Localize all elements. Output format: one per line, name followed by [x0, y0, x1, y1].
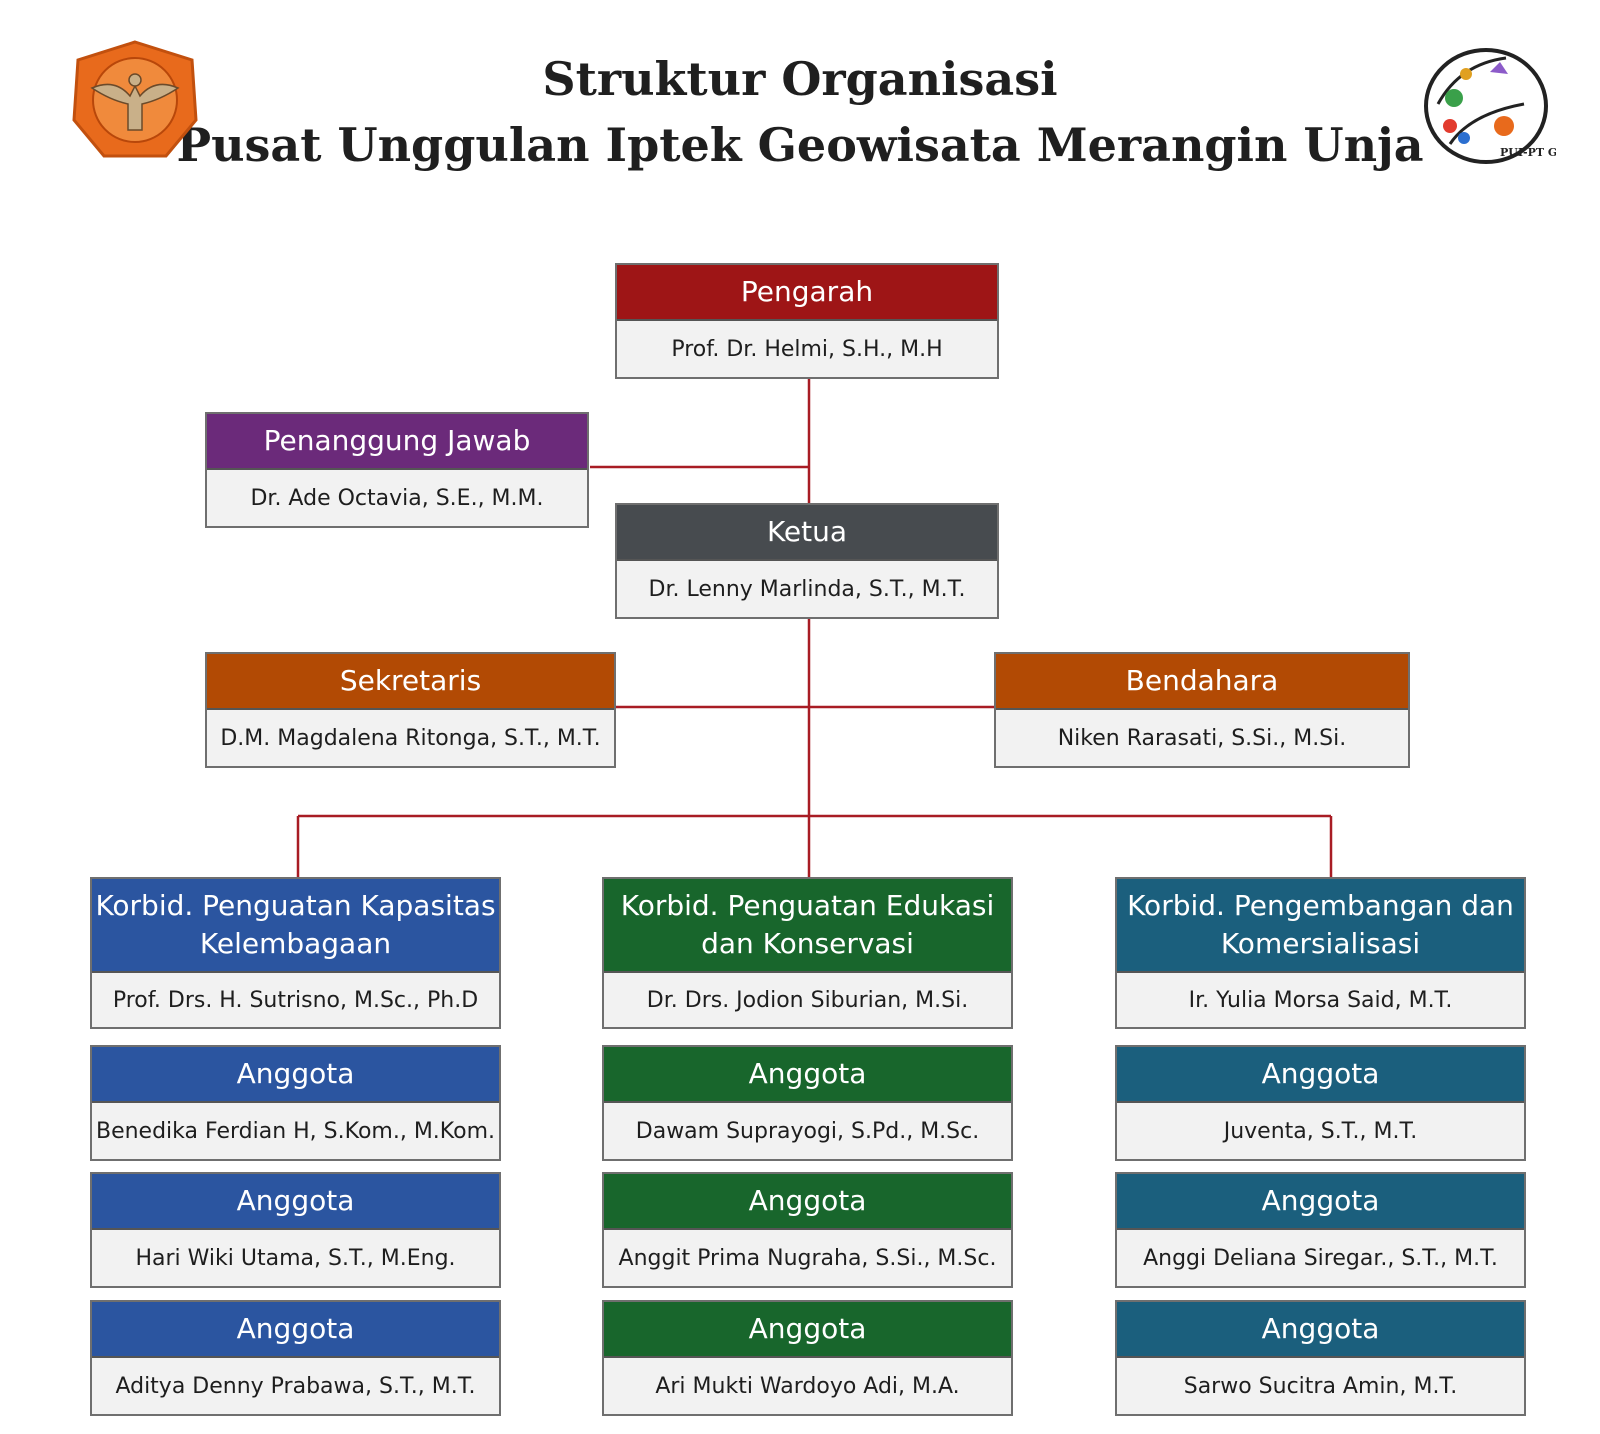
pengarah-name: Prof. Dr. Helmi, S.H., M.H — [671, 336, 943, 362]
korbid-edukasi-role: Korbid. Penguatan Edukasi dan Konservasi — [604, 879, 1011, 973]
anggota-name: Anggi Deliana Siregar., S.T., M.T. — [1143, 1245, 1498, 1271]
anggota-role: Anggota — [92, 1302, 499, 1358]
anggota-name: Sarwo Sucitra Amin, M.T. — [1183, 1373, 1458, 1399]
pengarah-box: Pengarah Prof. Dr. Helmi, S.H., M.H — [615, 263, 999, 379]
anggota-role: Anggota — [1117, 1047, 1524, 1103]
penanggung-jawab-role: Penanggung Jawab — [207, 414, 587, 470]
anggota-role: Anggota — [1117, 1302, 1524, 1358]
anggota-name: Dawam Suprayogi, S.Pd., M.Sc. — [635, 1118, 980, 1144]
penanggung-jawab-box: Penanggung Jawab Dr. Ade Octavia, S.E., … — [205, 412, 589, 528]
anggota-name: Hari Wiki Utama, S.T., M.Eng. — [135, 1245, 456, 1271]
anggota-name: Ari Mukti Wardoyo Adi, M.A. — [655, 1373, 960, 1399]
ketua-box: Ketua Dr. Lenny Marlinda, S.T., M.T. — [615, 503, 999, 619]
anggota-role: Anggota — [92, 1047, 499, 1103]
anggota-kapasitas-3-box: Anggota Aditya Denny Prabawa, S.T., M.T. — [90, 1300, 501, 1416]
korbid-kapasitas-name: Prof. Drs. H. Sutrisno, M.Sc., Ph.D — [112, 987, 479, 1013]
anggota-name: Aditya Denny Prabawa, S.T., M.T. — [115, 1373, 476, 1399]
anggota-kapasitas-1-box: Anggota Benedika Ferdian H, S.Kom., M.Ko… — [90, 1045, 501, 1161]
page-subtitle: Pusat Unggulan Iptek Geowisata Merangin … — [176, 118, 1424, 172]
ketua-role: Ketua — [617, 505, 997, 561]
anggota-edukasi-2-box: Anggota Anggit Prima Nugraha, S.Si., M.S… — [602, 1172, 1013, 1288]
anggota-role: Anggota — [604, 1302, 1011, 1358]
sekretaris-name: D.M. Magdalena Ritonga, S.T., M.T. — [220, 725, 601, 751]
korbid-komersialisasi-role: Korbid. Pengembangan dan Komersialisasi — [1117, 879, 1524, 973]
anggota-role: Anggota — [604, 1047, 1011, 1103]
university-seal-icon — [72, 40, 198, 158]
sekretaris-role: Sekretaris — [207, 654, 614, 710]
penanggung-jawab-name: Dr. Ade Octavia, S.E., M.M. — [250, 485, 544, 511]
korbid-edukasi-box: Korbid. Penguatan Edukasi dan Konservasi… — [602, 877, 1013, 1029]
anggota-edukasi-3-box: Anggota Ari Mukti Wardoyo Adi, M.A. — [602, 1300, 1013, 1416]
gemar-logo-icon: PUI-PT GEMAR — [1424, 48, 1556, 164]
korbid-kapasitas-role: Korbid. Penguatan Kapasitas Kelembagaan — [92, 879, 499, 973]
anggota-komersialisasi-3-box: Anggota Sarwo Sucitra Amin, M.T. — [1115, 1300, 1526, 1416]
anggota-role: Anggota — [604, 1174, 1011, 1230]
anggota-komersialisasi-2-box: Anggota Anggi Deliana Siregar., S.T., M.… — [1115, 1172, 1526, 1288]
bendahara-box: Bendahara Niken Rarasati, S.Si., M.Si. — [994, 652, 1410, 768]
anggota-name: Benedika Ferdian H, S.Kom., M.Kom. — [95, 1118, 496, 1144]
bendahara-name: Niken Rarasati, S.Si., M.Si. — [1057, 725, 1347, 751]
anggota-name: Anggit Prima Nugraha, S.Si., M.Sc. — [618, 1245, 997, 1271]
korbid-kapasitas-box: Korbid. Penguatan Kapasitas Kelembagaan … — [90, 877, 501, 1029]
korbid-edukasi-name: Dr. Drs. Jodion Siburian, M.Si. — [646, 987, 969, 1013]
anggota-role: Anggota — [92, 1174, 499, 1230]
anggota-komersialisasi-1-box: Anggota Juventa, S.T., M.T. — [1115, 1045, 1526, 1161]
page-title: Struktur Organisasi — [542, 52, 1058, 106]
gemar-logo-text: PUI-PT GEMAR — [1500, 146, 1556, 159]
anggota-name: Juventa, S.T., M.T. — [1223, 1118, 1418, 1144]
korbid-komersialisasi-name: Ir. Yulia Morsa Said, M.T. — [1188, 987, 1453, 1013]
ketua-name: Dr. Lenny Marlinda, S.T., M.T. — [648, 576, 966, 602]
anggota-role: Anggota — [1117, 1174, 1524, 1230]
pengarah-role: Pengarah — [617, 265, 997, 321]
anggota-kapasitas-2-box: Anggota Hari Wiki Utama, S.T., M.Eng. — [90, 1172, 501, 1288]
korbid-komersialisasi-box: Korbid. Pengembangan dan Komersialisasi … — [1115, 877, 1526, 1029]
sekretaris-box: Sekretaris D.M. Magdalena Ritonga, S.T.,… — [205, 652, 616, 768]
anggota-edukasi-1-box: Anggota Dawam Suprayogi, S.Pd., M.Sc. — [602, 1045, 1013, 1161]
bendahara-role: Bendahara — [996, 654, 1408, 710]
